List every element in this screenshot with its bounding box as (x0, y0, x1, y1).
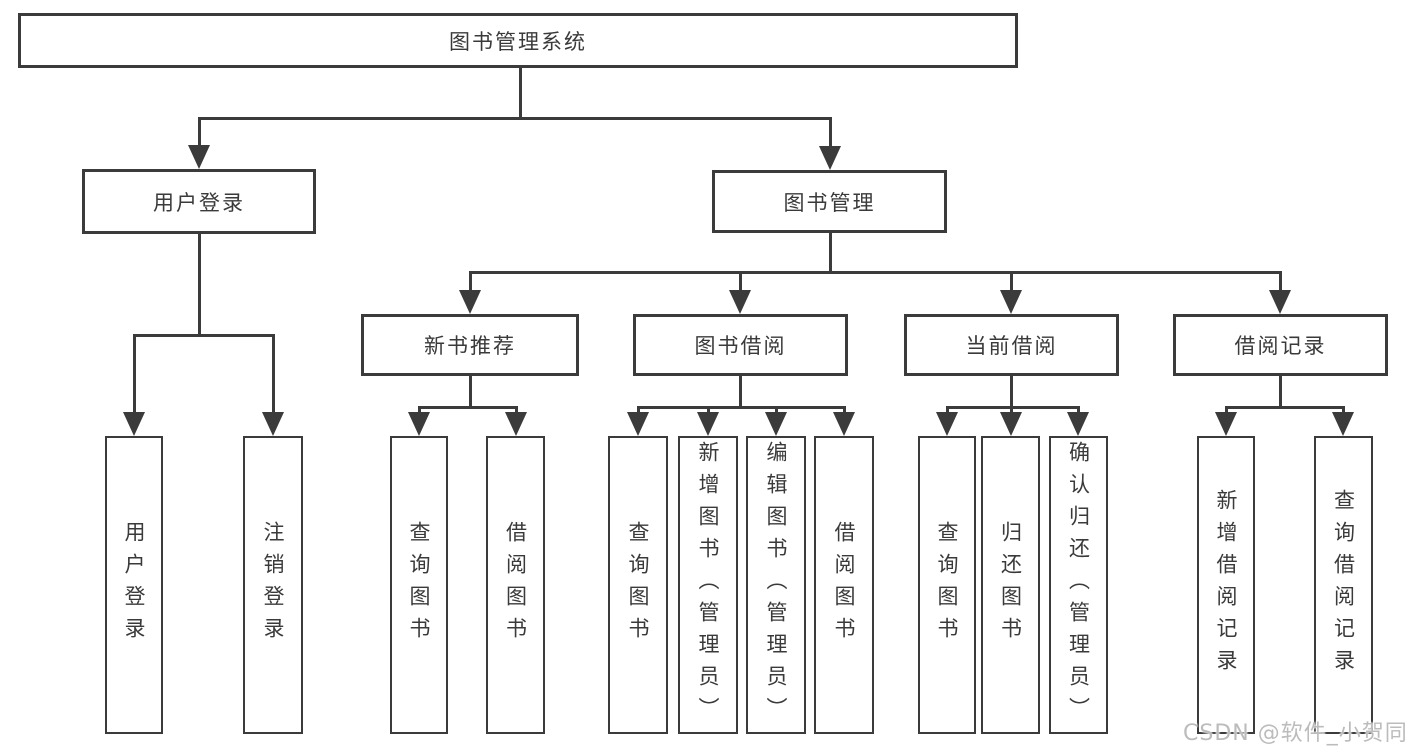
arrowhead-down-icon (188, 145, 210, 169)
connector-drop-current-borrow (1076, 407, 1080, 416)
node-bb-borrow-book: 借阅图书 (814, 436, 874, 734)
connector-drop-book-mgmt (468, 272, 472, 294)
node-new-book-rec: 新书推荐 (361, 314, 579, 376)
connector-drop-user-login (271, 335, 275, 416)
connector-drop-book-borrow (636, 407, 640, 416)
node-cb-return-book: 归还图书 (981, 436, 1040, 734)
connector-drop-book-borrow (842, 407, 846, 416)
connector-drop-system (197, 118, 201, 149)
connector-drop-book-mgmt (738, 272, 742, 294)
node-user-login: 用户登录 (82, 169, 316, 234)
node-label-current-borrow: 当前借阅 (965, 334, 1058, 358)
node-label-borrow-records: 借阅记录 (1234, 334, 1327, 358)
node-current-borrow: 当前借阅 (904, 314, 1119, 376)
arrowhead-down-icon (408, 412, 430, 436)
connector-rail-current-borrow (945, 405, 1080, 409)
connector-rail-new-book-rec (417, 405, 518, 409)
arrowhead-down-icon (1067, 412, 1089, 436)
node-label-user-login: 用户登录 (153, 190, 245, 215)
connector-rail-user-login (132, 333, 275, 337)
node-label-rec-query-book: 查询图书 (407, 521, 431, 649)
connector-drop-new-book-rec (514, 407, 518, 416)
node-label-bb-edit-book: 编辑图书（管理员） (764, 441, 788, 729)
node-bb-edit-book: 编辑图书（管理员） (746, 436, 806, 734)
connector-stub-user-login (197, 234, 201, 335)
connector-drop-borrow-records (1341, 407, 1345, 416)
node-label-bb-query-book: 查询图书 (626, 521, 650, 649)
node-label-br-query-record: 查询借阅记录 (1331, 489, 1356, 681)
arrowhead-down-icon (1000, 290, 1022, 314)
arrowhead-down-icon (936, 412, 958, 436)
node-login: 用户登录 (105, 436, 163, 734)
connector-rail-book-borrow (636, 405, 846, 409)
arrowhead-down-icon (1269, 290, 1291, 314)
connector-rail-book-mgmt (468, 270, 1282, 274)
arrowhead-down-icon (459, 290, 481, 314)
node-bb-query-book: 查询图书 (608, 436, 668, 734)
watermark: CSDN @软件_小贺同学 (1183, 721, 1405, 746)
node-system: 图书管理系统 (18, 13, 1018, 68)
arrowhead-down-icon (833, 412, 855, 436)
node-label-cb-confirm-return: 确认归还（管理员） (1066, 441, 1091, 729)
node-book-borrow: 图书借阅 (633, 314, 848, 376)
arrowhead-down-icon (697, 412, 719, 436)
connector-drop-book-mgmt (1278, 272, 1282, 294)
connector-stub-book-borrow (738, 376, 742, 407)
connector-drop-borrow-records (1224, 407, 1228, 416)
connector-drop-current-borrow (1009, 407, 1013, 416)
node-rec-borrow-book: 借阅图书 (486, 436, 545, 734)
node-label-rec-borrow-book: 借阅图书 (503, 521, 528, 649)
node-label-login: 用户登录 (122, 521, 146, 649)
node-label-new-book-rec: 新书推荐 (424, 334, 516, 358)
node-rec-query-book: 查询图书 (390, 436, 448, 734)
node-label-cb-return-book: 归还图书 (998, 521, 1023, 649)
connector-stub-current-borrow (1009, 376, 1013, 407)
connector-drop-book-mgmt (1009, 272, 1013, 294)
node-br-add-record: 新增借阅记录 (1197, 436, 1255, 734)
connector-stub-borrow-records (1278, 376, 1282, 407)
node-label-cb-query-book: 查询图书 (935, 521, 959, 649)
connector-rail-system (197, 116, 832, 120)
node-cb-confirm-return: 确认归还（管理员） (1049, 436, 1108, 734)
arrowhead-down-icon (1000, 412, 1022, 436)
connector-drop-user-login (132, 335, 136, 416)
node-label-book-borrow: 图书借阅 (694, 334, 787, 358)
arrowhead-down-icon (819, 146, 841, 170)
connector-drop-current-borrow (945, 407, 949, 416)
arrowhead-down-icon (729, 290, 751, 314)
node-label-book-mgmt: 图书管理 (783, 190, 876, 215)
connector-drop-system (828, 118, 832, 150)
arrowhead-down-icon (1332, 412, 1354, 436)
node-book-mgmt: 图书管理 (712, 170, 947, 233)
node-bb-add-book: 新增图书（管理员） (678, 436, 738, 734)
node-logout: 注销登录 (243, 436, 303, 734)
arrowhead-down-icon (262, 412, 284, 436)
node-label-br-add-record: 新增借阅记录 (1214, 489, 1238, 681)
node-cb-query-book: 查询图书 (918, 436, 976, 734)
connector-stub-new-book-rec (468, 376, 472, 407)
node-label-logout: 注销登录 (261, 521, 285, 649)
node-borrow-records: 借阅记录 (1173, 314, 1388, 376)
connector-stub-book-mgmt (828, 233, 832, 272)
node-label-system: 图书管理系统 (449, 29, 587, 54)
arrowhead-down-icon (1215, 412, 1237, 436)
connector-drop-new-book-rec (417, 407, 421, 416)
arrowhead-down-icon (627, 412, 649, 436)
connector-rail-borrow-records (1224, 405, 1345, 409)
arrowhead-down-icon (765, 412, 787, 436)
connector-stub-system (518, 68, 522, 118)
connector-drop-book-borrow (706, 407, 710, 416)
arrowhead-down-icon (123, 412, 145, 436)
node-br-query-record: 查询借阅记录 (1314, 436, 1373, 734)
connector-drop-book-borrow (774, 407, 778, 416)
arrowhead-down-icon (505, 412, 527, 436)
node-label-bb-add-book: 新增图书（管理员） (696, 441, 720, 729)
node-label-bb-borrow-book: 借阅图书 (832, 521, 856, 649)
